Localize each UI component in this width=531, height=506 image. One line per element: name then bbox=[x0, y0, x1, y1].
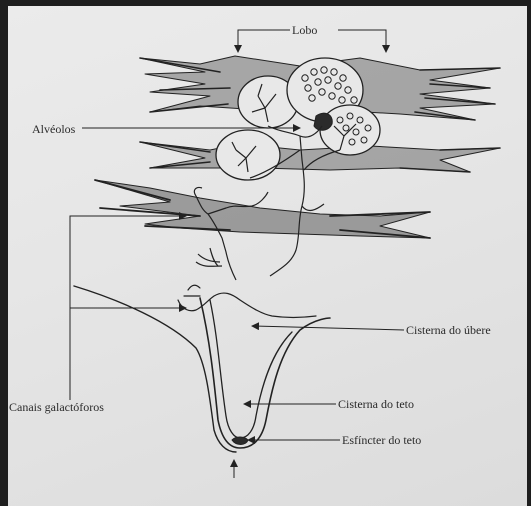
tissue-band-lower bbox=[95, 180, 430, 238]
label-esfincter-teto: Esfíncter do teto bbox=[342, 433, 421, 447]
label-canais-galactoforos: Canais galactóforos bbox=[9, 400, 104, 414]
label-lobo: Lobo bbox=[292, 23, 317, 37]
teat bbox=[178, 285, 330, 448]
label-cisterna-teto: Cisterna do teto bbox=[338, 397, 414, 411]
cisterna-ubere-pointer bbox=[252, 326, 404, 330]
right-angle-arrow-icon bbox=[338, 30, 386, 52]
label-alveolos: Alvéolos bbox=[32, 122, 76, 136]
label-cisterna-ubere: Cisterna do úbere bbox=[406, 323, 491, 337]
canais-bracket bbox=[70, 216, 186, 400]
right-angle-arrow-icon bbox=[238, 30, 290, 52]
